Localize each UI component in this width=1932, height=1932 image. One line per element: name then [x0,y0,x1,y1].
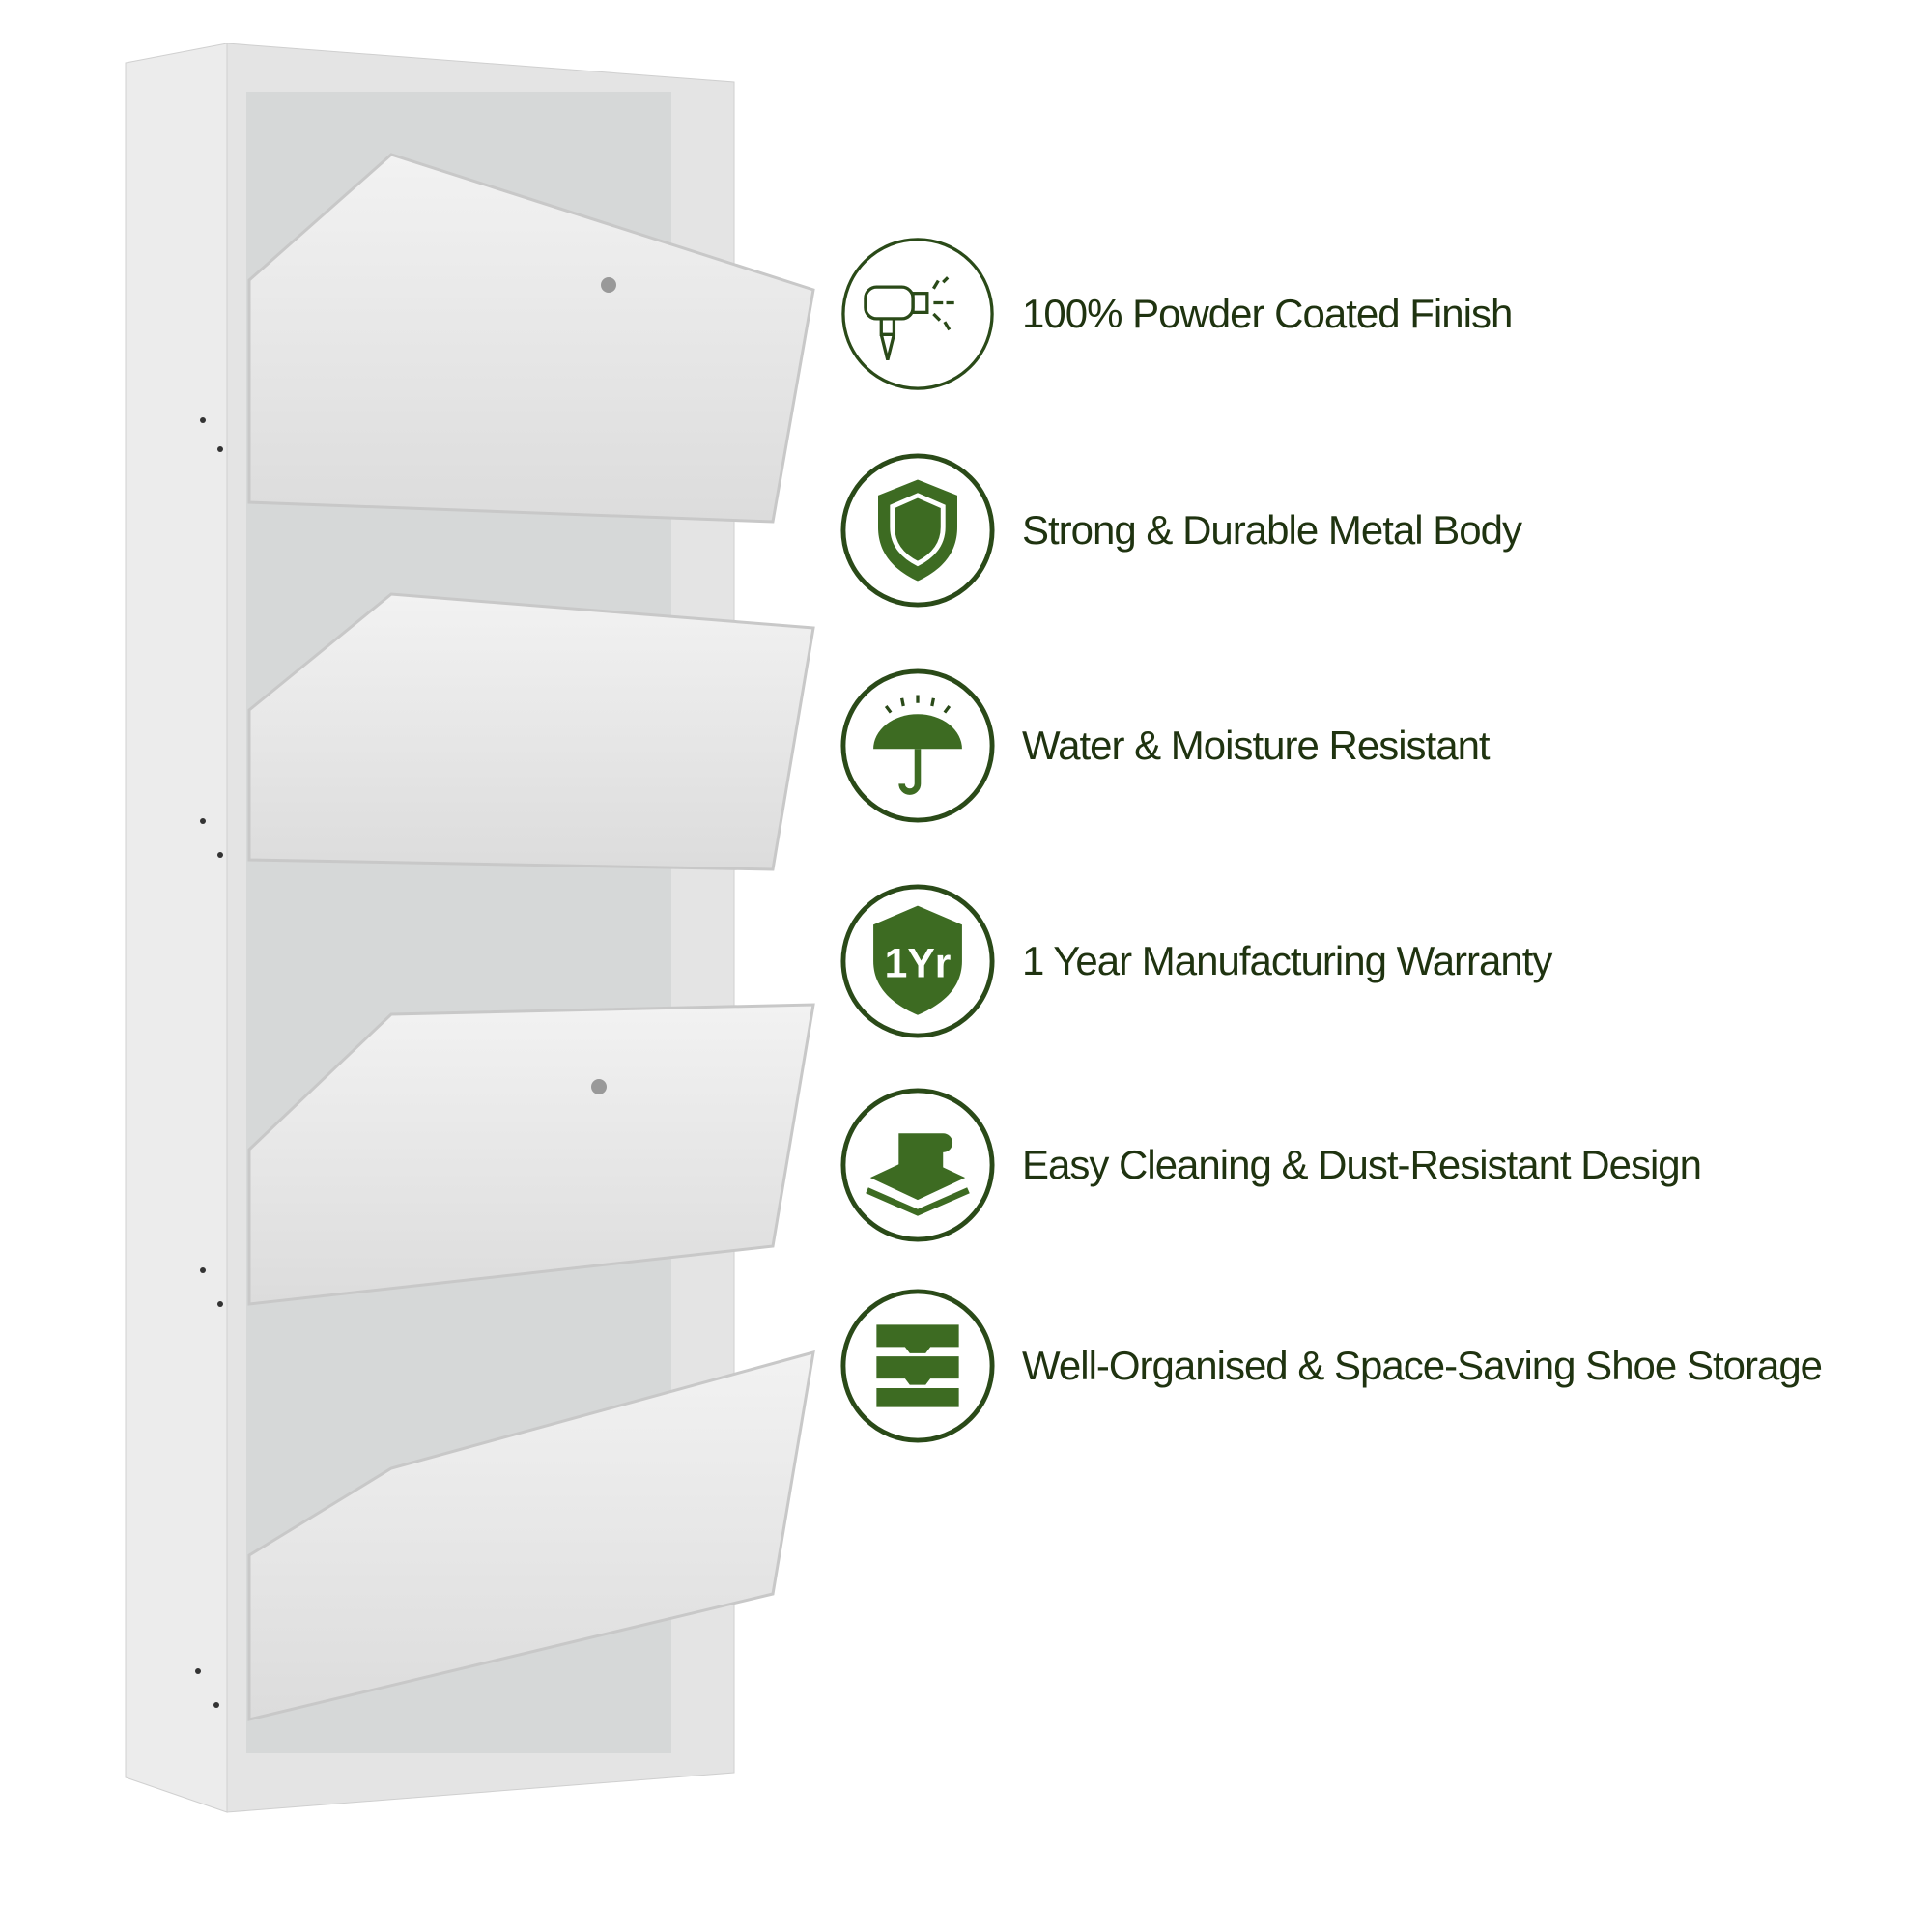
feature-water-resistant: Water & Moisture Resistant [838,664,1911,828]
cleaning-sponge-icon [840,1088,995,1242]
feature-label: 1 Year Manufacturing Warranty [1022,937,1552,983]
feature-label: Easy Cleaning & Dust-Resistant Design [1022,1141,1702,1187]
umbrella-icon [840,668,995,823]
feature-organised-storage: Well-Organised & Space-Saving Shoe Stora… [838,1284,1911,1448]
feature-easy-cleaning: Easy Cleaning & Dust-Resistant Design [838,1083,1911,1247]
feature-label: Water & Moisture Resistant [1022,722,1491,768]
shoe-cabinet-image [125,43,815,1813]
storage-trays-icon [840,1289,995,1443]
badge-text: 1Yr [885,940,952,986]
spray-gun-icon [841,238,994,390]
feature-powder-coated: 100% Powder Coated Finish [838,232,1911,396]
feature-label: 100% Powder Coated Finish [1022,290,1513,336]
shield-icon [840,453,995,608]
feature-durable-body: Strong & Durable Metal Body [838,448,1911,612]
feature-warranty: 1Yr 1 Year Manufacturing Warranty [838,879,1911,1043]
feature-label: Well-Organised & Space-Saving Shoe Stora… [1022,1342,1823,1388]
warranty-badge-icon: 1Yr [840,884,995,1038]
feature-label: Strong & Durable Metal Body [1022,506,1522,553]
